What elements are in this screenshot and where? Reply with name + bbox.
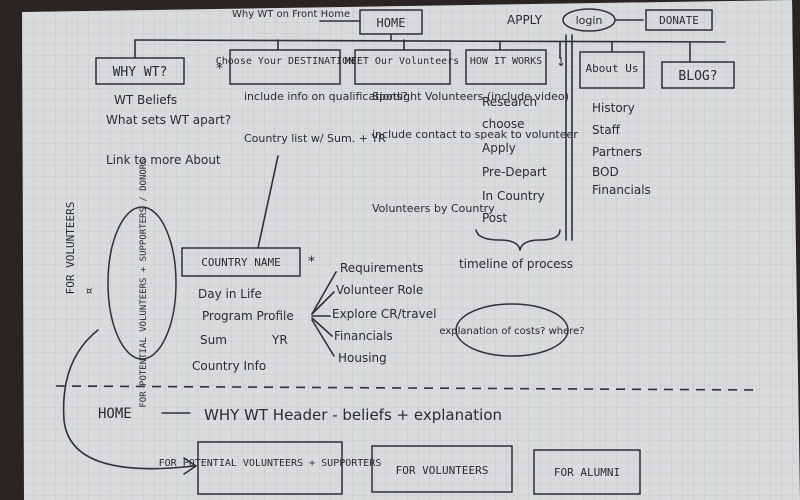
box-potential-volunteers-outline (197, 441, 343, 495)
process-step: Apply (482, 141, 516, 155)
blog-node: BLOG? (678, 69, 717, 84)
audience-oval (107, 206, 177, 360)
box-potential-volunteers: FOR POTENTIAL VOLUNTEERS + SUPPORTERS (159, 458, 382, 469)
program-sub-item: Requirements (340, 261, 423, 275)
program-sub-item: Housing (338, 351, 387, 365)
home-strip-home: HOME (98, 406, 132, 422)
margin-scribble: ¤ (86, 286, 92, 297)
why-wt-item: Link to more About (106, 153, 221, 167)
country-item: Program Profile (202, 309, 294, 323)
asterisk-mark: * (216, 61, 223, 77)
apply-link: APPLY (507, 13, 543, 27)
about-item: Partners (592, 145, 642, 159)
program-sub-item: Volunteer Role (336, 283, 423, 297)
box-volunteers: FOR VOLUNTEERS (396, 464, 489, 477)
process-step: choose (482, 117, 525, 131)
blog-box (661, 61, 735, 89)
country-name-box (181, 247, 301, 277)
process-step: Post (482, 211, 507, 225)
nav-meet-volunteers-box (354, 49, 451, 85)
process-step: Pre-Depart (482, 165, 547, 179)
link-arrow (62, 329, 195, 470)
login-oval (562, 8, 616, 32)
donate-link: DONATE (659, 14, 699, 27)
arrow-head (183, 457, 197, 475)
nav-why-wt: WHY WT? (113, 65, 168, 80)
notebook-page (22, 0, 800, 500)
country-item: Day in Life (198, 287, 262, 301)
about-item: History (592, 101, 635, 115)
process-step: Research (482, 95, 537, 109)
about-item: BOD (592, 165, 619, 179)
login-link: login (576, 14, 603, 27)
meet-volunteers-item: include contact to speak to volunteer (372, 128, 578, 141)
program-sub-item: Financials (334, 329, 393, 343)
destination-item: include info on qualifications? (244, 90, 408, 103)
nav-destination-box (229, 49, 341, 85)
note-why-wt-front-home: Why WT on Front Home (232, 9, 350, 20)
about-item: Financials (592, 183, 651, 197)
nav-meet-volunteers: MEET Our Volunteers (345, 56, 459, 67)
nav-about-box (579, 51, 645, 89)
timeline-note: timeline of process (459, 257, 573, 271)
program-sub-item: Explore CR/travel (332, 307, 436, 321)
destination-item: Country list w/ Sum. + YR (244, 132, 386, 145)
audience-note: FOR POTENTIAL VOLUNTEERS + SUPPORTERS / … (139, 158, 149, 407)
process-step: In Country (482, 189, 545, 203)
nav-how-it-works: HOW IT WORKS (470, 56, 542, 67)
home-node: HOME (377, 16, 406, 30)
country-item: Sum (200, 333, 227, 347)
donate-box (645, 9, 713, 31)
process-brace (475, 229, 561, 251)
why-wt-item: What sets WT apart? (106, 113, 231, 127)
nav-destination: Choose Your DESTINATION (216, 56, 354, 67)
nav-how-it-works-box (465, 49, 547, 85)
country-item: YR (271, 333, 288, 347)
costs-oval (455, 303, 569, 357)
meet-volunteers-item: Volunteers by Country (372, 202, 495, 215)
home-strip-header: WHY WT Header - beliefs + explanation (204, 406, 502, 424)
asterisk-mark: * (308, 254, 315, 270)
box-alumni-outline (533, 449, 641, 495)
margin-note: FOR VOLUNTEERS (64, 202, 77, 295)
about-item: Staff (592, 123, 621, 137)
box-volunteers-outline (371, 445, 513, 493)
nav-why-wt-box (95, 57, 185, 85)
why-wt-item: WT Beliefs (114, 93, 177, 107)
box-alumni: FOR ALUMNI (554, 466, 620, 479)
country-item: Country Info (192, 359, 266, 373)
costs-note: explanation of costs? where? (439, 326, 584, 337)
country-name: COUNTRY NAME (201, 256, 280, 269)
meet-volunteers-item: Spotlight Volunteers (include video) (372, 90, 569, 103)
arrow-mark: ↓ (556, 55, 566, 69)
section-divider (55, 385, 761, 391)
nav-about: About Us (586, 62, 639, 75)
